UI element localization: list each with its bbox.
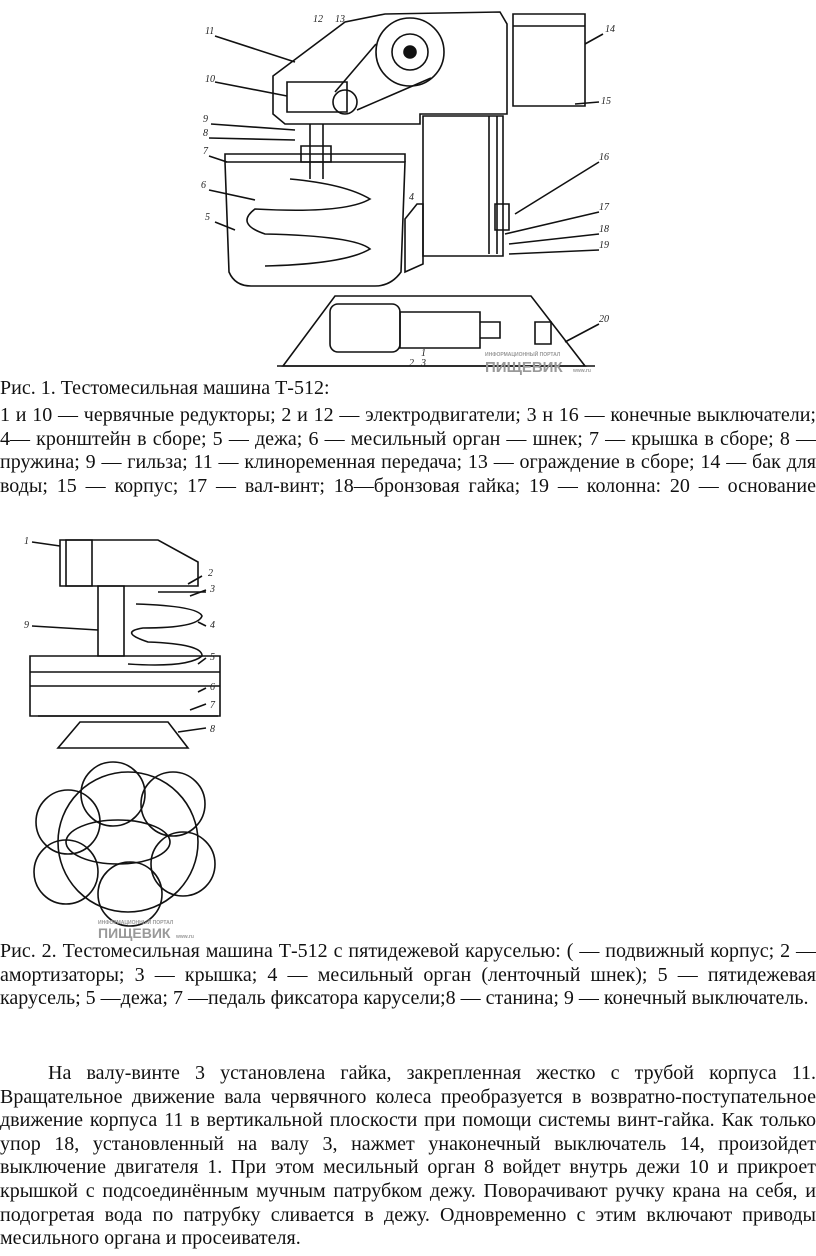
callout-8: 8 [203, 128, 208, 139]
callout-8: 8 [210, 724, 215, 735]
callout-18: 18 [599, 224, 609, 235]
callout-15: 15 [601, 96, 611, 107]
callout-5: 5 [210, 652, 215, 663]
callout-2: 2 [409, 358, 414, 369]
upper-housing [273, 12, 507, 124]
callout-11: 11 [205, 26, 214, 37]
watermark-logo: ИНФОРМАЦИОННЫЙ ПОРТАЛ ПИЩЕВИК www.ru [98, 918, 194, 941]
svg-text:www.ru: www.ru [572, 368, 591, 374]
body-paragraph: На валу-винте 3 установлена гайка, закре… [0, 1062, 816, 1250]
bowl [225, 162, 405, 286]
callout-17: 17 [599, 202, 610, 213]
figure-2-drawing: 1 2 3 4 5 6 7 8 9 ИНФОРМАЦИОННЫЙ ПОРТАЛ … [24, 536, 243, 941]
callout-9: 9 [203, 114, 208, 125]
figure-1-caption-legend: 1 и 10 — червячные редукторы; 2 и 12 — э… [0, 404, 816, 497]
callout-1: 1 [24, 536, 29, 547]
figure-2-five-bowl-carousel: 1 2 3 4 5 6 7 8 9 ИНФОРМАЦИОННЫЙ ПОРТАЛ … [18, 532, 243, 942]
callout-2: 2 [208, 568, 213, 579]
callout-16: 16 [599, 152, 609, 163]
svg-text:ПИЩЕВИК: ПИЩЕВИК [98, 925, 171, 941]
callout-3: 3 [209, 584, 215, 595]
callout-7: 7 [210, 700, 216, 711]
callout-5: 5 [205, 212, 210, 223]
bracket [405, 204, 423, 272]
callout-19: 19 [599, 240, 609, 251]
small-pulley [333, 90, 357, 114]
worm-reducer [287, 82, 347, 112]
svg-text:ПИЩЕВИК: ПИЩЕВИК [485, 359, 563, 376]
auger [247, 179, 370, 266]
figure-1-caption-title: Рис. 1. Тестомесильная машина Т-512: [0, 377, 330, 399]
figure-1-drawing: 11 10 9 8 7 6 5 12 13 14 15 16 17 18 19 … [201, 4, 615, 376]
callout-6: 6 [201, 180, 206, 191]
callout-14: 14 [605, 24, 615, 35]
watermark-logo: ИНФОРМАЦИОННЫЙ ПОРТАЛ ПИЩЕВИК www.ru [485, 350, 591, 376]
large-pulley [376, 18, 444, 86]
svg-text:www.ru: www.ru [175, 934, 194, 940]
water-tank [513, 14, 585, 106]
callout-12: 12 [313, 14, 323, 25]
callout-7: 7 [203, 146, 209, 157]
callout-3: 3 [420, 358, 426, 369]
svg-text:ИНФОРМАЦИОННЫЙ ПОРТАЛ: ИНФОРМАЦИОННЫЙ ПОРТАЛ [98, 918, 174, 926]
callout-13: 13 [335, 14, 345, 25]
callout-1: 1 [421, 348, 426, 359]
callout-20: 20 [599, 314, 609, 325]
svg-text:ИНФОРМАЦИОННЫЙ ПОРТАЛ: ИНФОРМАЦИОННЫЙ ПОРТАЛ [485, 350, 561, 358]
column [423, 116, 503, 256]
carousel-top-view [34, 762, 215, 926]
movable-housing [60, 540, 198, 586]
ribbon-auger [128, 604, 202, 665]
housing-column [98, 586, 124, 656]
callout-6: 6 [210, 682, 215, 693]
callout-4: 4 [409, 192, 414, 203]
lower-motor [330, 304, 400, 352]
figure-2-caption: Рис. 2. Тестомесильная машина Т-512 с пя… [0, 940, 816, 1009]
figure-1-dough-mixer-t512: 11 10 9 8 7 6 5 12 13 14 15 16 17 18 19 … [195, 4, 625, 376]
callout-4: 4 [210, 620, 215, 631]
stand [58, 722, 188, 748]
body-text: На валу-винте 3 установлена гайка, закре… [0, 1062, 816, 1251]
callout-9: 9 [24, 620, 29, 631]
callout-10: 10 [205, 74, 215, 85]
